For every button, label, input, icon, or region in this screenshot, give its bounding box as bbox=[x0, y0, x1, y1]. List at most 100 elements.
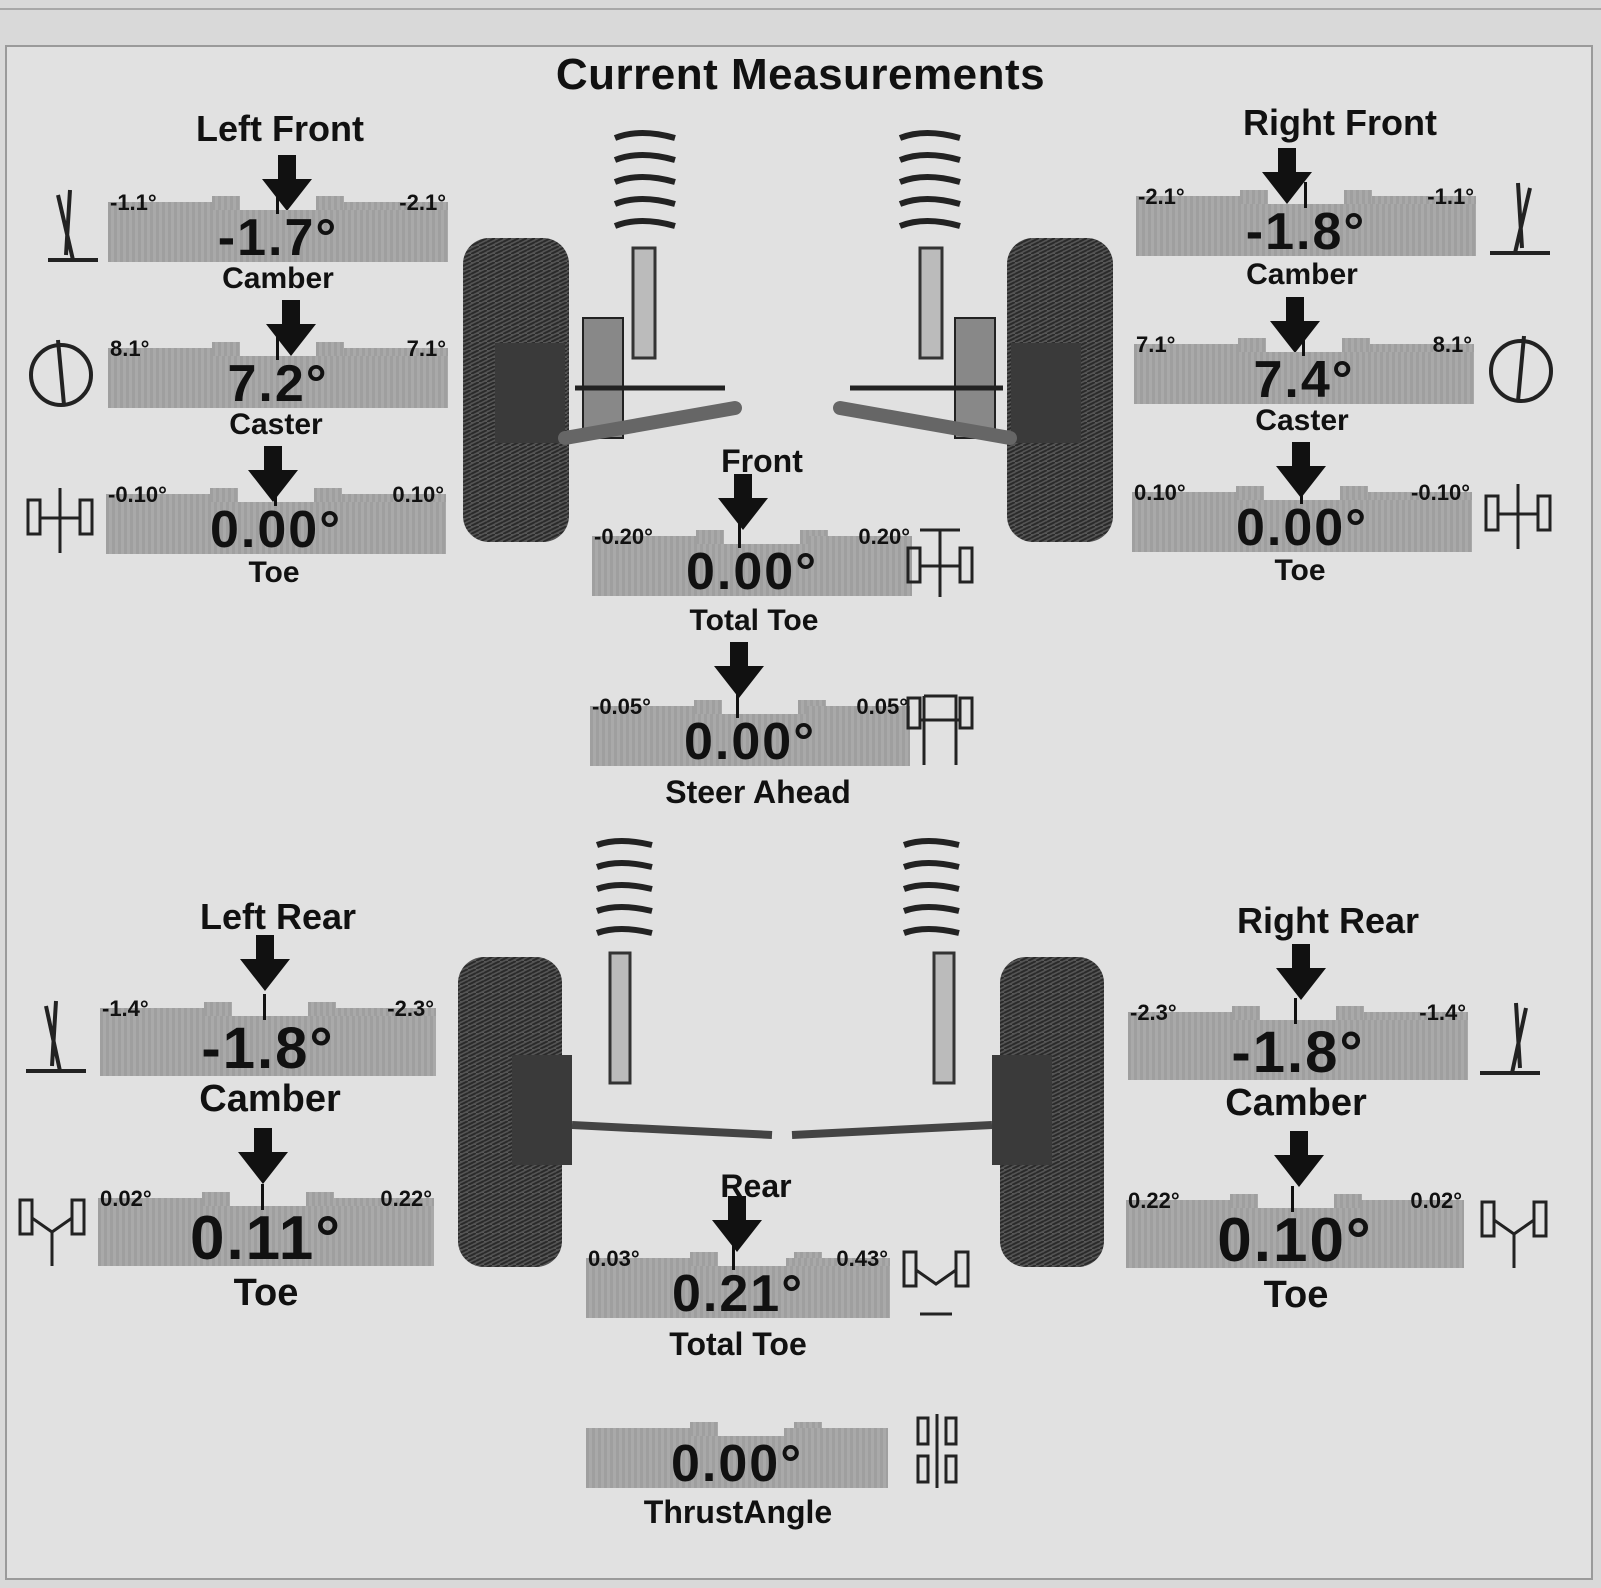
scale-tab bbox=[1126, 1200, 1230, 1210]
scale-tab bbox=[1370, 344, 1474, 354]
page-title: Current Measurements bbox=[555, 50, 1046, 99]
gauge-min: -1.1° bbox=[110, 190, 157, 215]
toe-icon bbox=[1484, 484, 1552, 549]
scale-tab bbox=[108, 348, 212, 358]
gauge-max: -1.4° bbox=[1419, 1000, 1466, 1025]
gauge-value: 0.00° bbox=[670, 1435, 803, 1493]
scale-tab bbox=[1360, 1200, 1464, 1210]
lf-toe-gauge: -0.10° 0.10° 0.00° bbox=[106, 480, 446, 559]
lf-caster-gauge: 8.1° 7.1° 7.2° bbox=[108, 334, 448, 410]
gauge-pointer bbox=[1304, 182, 1307, 208]
lf-camber-gauge: -1.1° -2.1° -1.7° bbox=[108, 188, 448, 267]
pointer-arrow-icon bbox=[714, 642, 764, 698]
gauge-bar bbox=[98, 1206, 434, 1266]
scale-tab bbox=[590, 706, 694, 716]
rf-caster-gauge: 7.1° 8.1° 7.4° bbox=[1134, 330, 1474, 406]
gauge-bar bbox=[1136, 204, 1476, 256]
gauge-max: -2.3° bbox=[387, 996, 434, 1021]
pointer-arrow-icon bbox=[718, 474, 768, 530]
gauge-value: -1.8° bbox=[201, 1016, 335, 1081]
scale-tab bbox=[306, 1192, 334, 1208]
gauge-value: 0.11° bbox=[189, 1204, 343, 1273]
thrust-angle-gauge: 0.00° bbox=[586, 1414, 888, 1493]
scale-tab bbox=[330, 1198, 434, 1208]
thrust-angle-label: ThrustAngle bbox=[643, 1494, 833, 1530]
pointer-arrow-icon bbox=[248, 446, 298, 502]
scale-tab bbox=[592, 536, 696, 546]
gauge-pointer bbox=[276, 334, 279, 360]
scale-tab bbox=[586, 1428, 690, 1438]
scale-tab bbox=[690, 1422, 718, 1438]
gauge-bar bbox=[592, 544, 912, 596]
pointer-arrow-icon bbox=[1276, 944, 1326, 1000]
gauge-bar bbox=[106, 502, 446, 554]
gauge-bar bbox=[100, 1016, 436, 1076]
gauge-bar bbox=[590, 714, 910, 766]
gauge-pointer bbox=[738, 522, 741, 548]
group-title-right-rear: Right Rear bbox=[1236, 900, 1420, 941]
gauge-max: 0.43° bbox=[836, 1246, 888, 1271]
scale-tab bbox=[344, 348, 448, 358]
gauge-bar bbox=[1128, 1020, 1468, 1080]
pointer-arrow-icon bbox=[1276, 442, 1326, 498]
front-total-toe-label: Total Toe bbox=[689, 604, 819, 637]
gauge-value: -1.7° bbox=[217, 209, 339, 267]
gauge-min: 7.1° bbox=[1136, 332, 1176, 357]
rf-toe-gauge: 0.10° -0.10° 0.00° bbox=[1132, 478, 1472, 554]
gauge-max: -0.10° bbox=[1411, 480, 1470, 505]
camber-icon bbox=[1490, 182, 1550, 255]
scale-tab bbox=[1368, 492, 1472, 502]
scale-tab bbox=[1344, 190, 1372, 206]
gauge-min: -0.05° bbox=[592, 694, 651, 719]
rr-toe-label: Toe bbox=[1263, 1274, 1329, 1316]
gauge-value: 0.00° bbox=[209, 501, 342, 559]
lf-toe-label: Toe bbox=[248, 556, 300, 589]
gauge-max: 0.22° bbox=[380, 1186, 432, 1211]
gauge-min: -0.20° bbox=[594, 524, 653, 549]
lf-camber-label: Camber bbox=[222, 262, 334, 295]
toe-icon bbox=[18, 1198, 86, 1266]
lr-camber-label: Camber bbox=[199, 1078, 341, 1120]
scale-tab bbox=[1364, 1012, 1468, 1022]
scale-tab bbox=[98, 1198, 202, 1208]
scale-tab bbox=[1136, 196, 1240, 206]
scale-tab bbox=[342, 494, 446, 504]
gauge-min: -1.4° bbox=[102, 996, 149, 1021]
pointer-arrow-icon bbox=[1262, 148, 1312, 204]
gauge-min: -2.3° bbox=[1130, 1000, 1177, 1025]
group-title-right-front: Right Front bbox=[1243, 102, 1437, 143]
gauge-pointer bbox=[261, 1184, 264, 1210]
scale-tab bbox=[212, 196, 240, 212]
thrust-angle-icon bbox=[916, 1414, 958, 1488]
gauge-min: -0.10° bbox=[108, 482, 167, 507]
gauge-min: 8.1° bbox=[110, 336, 150, 361]
gauge-pointer bbox=[1300, 478, 1303, 504]
scale-tab bbox=[1236, 486, 1264, 502]
gauge-pointer bbox=[263, 994, 266, 1020]
scale-tab bbox=[316, 342, 344, 358]
steer-ahead-gauge: -0.05° 0.05° 0.00° bbox=[590, 692, 910, 768]
scale-tab bbox=[314, 488, 342, 504]
gauge-max: 0.02° bbox=[1410, 1188, 1462, 1213]
toe-icon bbox=[26, 488, 94, 553]
scale-tab bbox=[212, 342, 240, 358]
scale-tab bbox=[1372, 196, 1476, 206]
gauge-bar bbox=[1134, 352, 1474, 404]
gauge-min: -2.1° bbox=[1138, 184, 1185, 209]
gauge-pointer bbox=[1291, 1186, 1294, 1212]
pointer-arrow-icon bbox=[1274, 1131, 1324, 1187]
scale-tab bbox=[1342, 338, 1370, 354]
rf-caster-label: Caster bbox=[1255, 404, 1349, 437]
rr-toe-gauge: 0.22° 0.02° 0.10° bbox=[1126, 1186, 1464, 1272]
gauge-bar bbox=[108, 210, 448, 262]
rr-camber-gauge: -2.3° -1.4° -1.8° bbox=[1128, 998, 1468, 1082]
measurement-panel bbox=[5, 45, 1593, 1580]
scale-tab bbox=[100, 1008, 204, 1018]
rf-toe-label: Toe bbox=[1274, 554, 1326, 587]
group-title-left-front: Left Front bbox=[196, 108, 364, 149]
gauge-bar bbox=[1132, 500, 1472, 552]
gauge-value: 0.00° bbox=[685, 543, 818, 601]
group-title-front: Front bbox=[721, 443, 803, 479]
front-total-toe-gauge: -0.20° 0.20° 0.00° bbox=[592, 522, 912, 601]
front-suspension-illustration bbox=[463, 130, 1113, 542]
